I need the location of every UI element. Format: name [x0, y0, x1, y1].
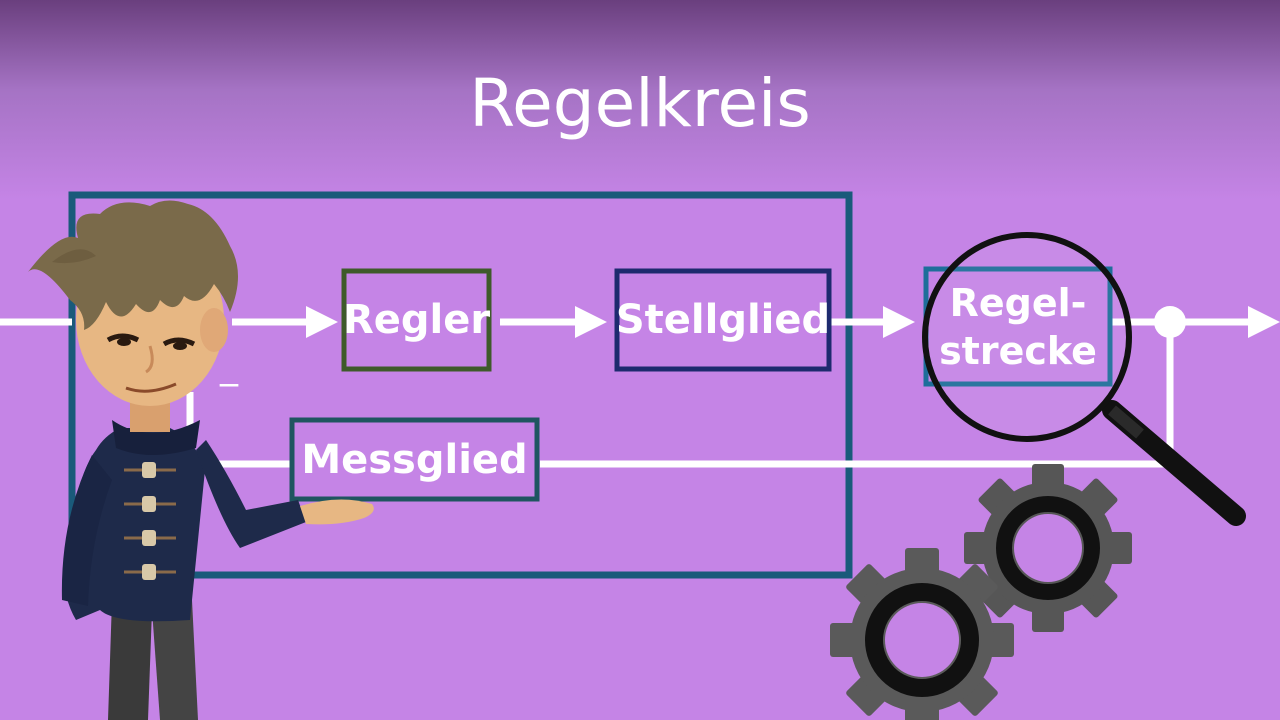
stellglied-block [614, 268, 832, 372]
minus-sign: _ [219, 346, 239, 387]
magnifier-icon [922, 232, 1246, 526]
presenter-character [28, 200, 374, 720]
regelstrecke-label-line2: strecke [939, 329, 1097, 373]
gear-icon [830, 548, 1014, 720]
messglied-label: Messglied [301, 436, 528, 483]
messglied-block [289, 417, 540, 502]
regler-label: Regler [342, 297, 491, 343]
controller-frame [68, 191, 853, 579]
page-title: Regelkreis [469, 65, 811, 142]
regelstrecke-label: Regel- strecke [926, 272, 1110, 382]
gear-icon [964, 464, 1132, 632]
regler-block [341, 268, 492, 372]
arrowhead-stellglied [575, 306, 607, 338]
header-gradient [0, 0, 1280, 200]
arrowhead-output [1248, 306, 1280, 338]
stellglied-label: Stellglied [615, 297, 831, 343]
arrowhead-regler [306, 306, 338, 338]
regelstrecke-label-line1: Regel- [949, 281, 1087, 325]
arrowhead-regelstrecke [883, 306, 915, 338]
arrowheads [306, 306, 1280, 338]
branch-point [1154, 306, 1186, 338]
signal-lines [0, 318, 1250, 468]
